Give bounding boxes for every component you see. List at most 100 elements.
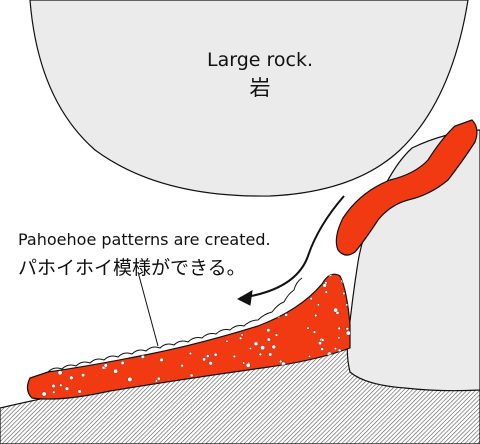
lava-bubble (237, 286, 241, 290)
lava-bubble (137, 298, 142, 303)
lava-bubble (35, 296, 39, 300)
lava-bubble (178, 306, 183, 311)
lava-bubble (202, 357, 206, 362)
lava-bubble (312, 330, 317, 334)
lava-bubble (158, 305, 164, 310)
lava-bubble (261, 310, 265, 314)
lava-bubble (31, 372, 36, 376)
lava-bubble (168, 317, 173, 322)
lava-bubble (141, 321, 146, 326)
lava-bubble (120, 349, 124, 354)
lava-bubble (176, 288, 180, 293)
lava-bubble (152, 292, 156, 297)
lava-bubble (69, 375, 74, 380)
lava-bubble (185, 342, 189, 346)
lava-bubble (228, 279, 232, 284)
lava-bubble (324, 290, 328, 294)
lava-bubble (239, 336, 243, 340)
lava-bubble (51, 384, 56, 388)
lava-bubble (109, 350, 113, 354)
lava-bubble (27, 397, 32, 400)
lava-bubble (321, 338, 325, 342)
lava-bubble (127, 349, 130, 353)
lava-bubble (136, 281, 141, 286)
lava-bubble (178, 326, 182, 330)
lava-bubble (56, 334, 60, 337)
lava-bubble (54, 296, 58, 300)
lava-bubble (134, 341, 139, 346)
lava-bubble (61, 331, 66, 335)
lava-bubble (280, 304, 285, 309)
lava-bubble (77, 389, 82, 394)
lava-bubble (189, 373, 194, 378)
lava-bubble (105, 284, 110, 288)
lava-bubble (159, 357, 164, 362)
lava-bubble (270, 274, 275, 275)
lava-bubble (209, 292, 214, 297)
lava-bubble (106, 299, 111, 304)
lava-bubble (249, 347, 252, 350)
lava-bubble (207, 306, 213, 312)
lava-bubble (258, 352, 262, 356)
lava-bubble (245, 363, 251, 368)
lava-bubble (127, 377, 133, 382)
lava-bubble (345, 327, 349, 331)
lava-bubble (56, 327, 60, 331)
lava-bubble (210, 296, 215, 301)
lava-bubble (186, 325, 191, 331)
lava-bubble (264, 302, 270, 308)
lava-bubble (71, 317, 77, 323)
lava-bubble (48, 323, 52, 327)
lava-bubble (187, 323, 191, 327)
lava-bubble (107, 321, 112, 325)
lava-bubble (279, 360, 283, 363)
lava-bubble (337, 336, 341, 340)
lava-bubble (155, 379, 158, 383)
lava-bubble (221, 320, 226, 326)
lava-bubble (141, 355, 145, 359)
lava-bubble (159, 309, 164, 314)
lava-bubble (322, 283, 327, 288)
lava-bubble (101, 366, 105, 370)
lava-bubble (87, 323, 92, 328)
lava-bubble (65, 309, 69, 313)
lava-bubble (113, 369, 118, 374)
lava-tongue (26, 273, 351, 400)
lava-bubble (54, 308, 59, 313)
lava-bubble (274, 333, 279, 337)
lava-bubble (206, 354, 210, 358)
lava-bubble (295, 291, 299, 294)
lava-bubble (83, 357, 87, 361)
lava-bubble (337, 326, 341, 330)
lava-bubble (53, 289, 58, 294)
lava-bubble (350, 271, 352, 273)
lava-bubble (268, 352, 273, 357)
lava-bubble (266, 328, 271, 333)
lava-bubble (335, 311, 340, 315)
lava-bubble (139, 294, 144, 298)
lava-bubble (27, 350, 31, 354)
lava-bubble (55, 337, 59, 341)
lava-bubble (213, 312, 219, 318)
lava-bubble (185, 298, 190, 303)
lava-bubble (27, 294, 31, 299)
lava-bubble (168, 279, 174, 285)
lava-bubble (180, 364, 184, 368)
lava-bubble (55, 315, 59, 318)
lava-bubble (172, 326, 176, 330)
lava-bubble (345, 330, 351, 336)
lava-bubble (249, 285, 255, 290)
lava-bubble (160, 318, 165, 323)
lava-bubble (225, 339, 229, 343)
lava-bubble (99, 342, 104, 347)
arrow-head (236, 290, 253, 306)
lava-bubble (35, 339, 39, 343)
lava-bubble (71, 307, 76, 312)
lava-bubble (44, 302, 49, 306)
lava-bubble (184, 305, 188, 309)
lava-bubble (66, 284, 70, 287)
lava-bubble (157, 376, 161, 381)
lava-bubble (211, 307, 214, 310)
lava-bubble (187, 326, 191, 331)
lava-bubble (345, 303, 349, 307)
